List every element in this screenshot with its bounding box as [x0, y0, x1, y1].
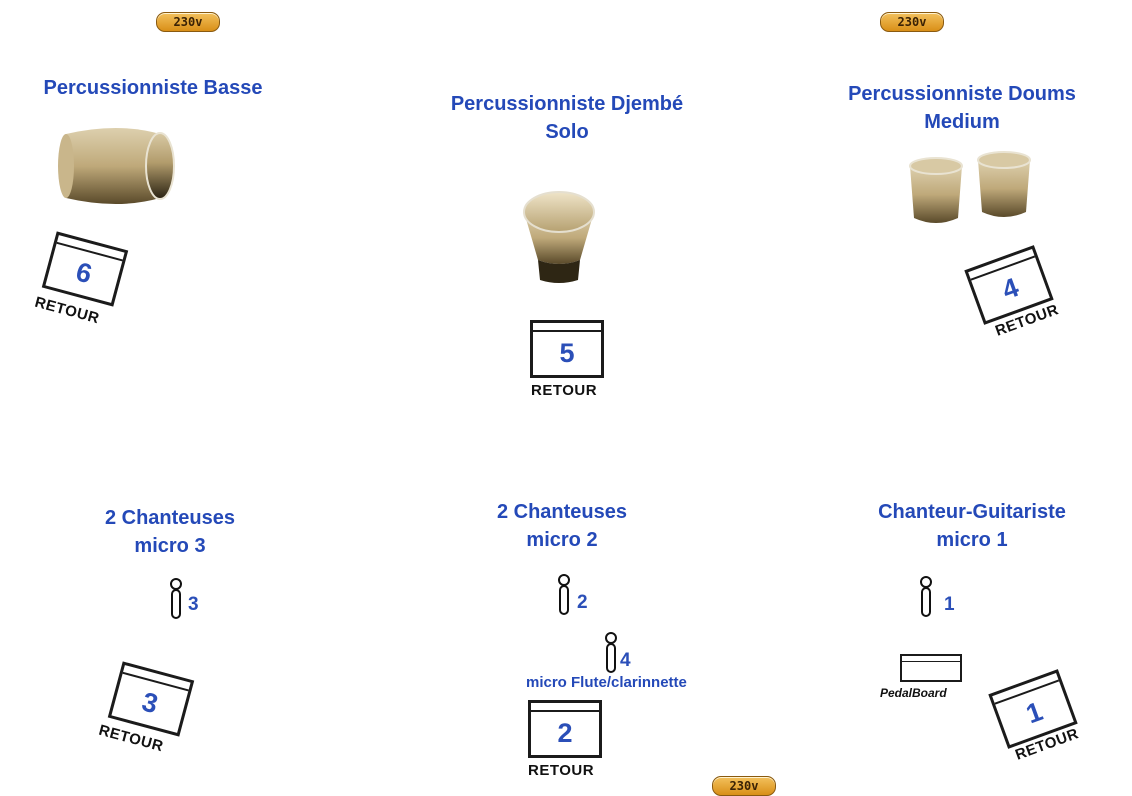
bass-drum-icon: [58, 128, 175, 204]
power-outlet-230v: 230v: [880, 12, 944, 32]
pedalboard-box: [900, 654, 962, 682]
mic-flute-label: micro Flute/clarinnette: [526, 674, 687, 691]
microphone-icon: [605, 632, 617, 673]
monitor-number: 5: [559, 338, 575, 368]
mic-number: 4: [620, 650, 631, 671]
station-title-djembe: Percussionniste Djembé Solo: [400, 90, 734, 146]
title-line: 2 Chanteuses: [496, 501, 628, 523]
title-line: Percussionniste Doums: [848, 83, 1076, 105]
station-title-chanteur-1: Chanteur-Guitariste micro 1: [822, 498, 1122, 554]
mic-number: 2: [577, 592, 588, 613]
monitor-2: 2: [528, 700, 602, 758]
title-line: Medium: [924, 111, 1000, 133]
title-line: Solo: [545, 121, 589, 143]
station-title-doums: Percussionniste Doums Medium: [812, 80, 1112, 136]
monitor-3: 3: [107, 661, 195, 737]
microphone-icon: [558, 574, 570, 615]
retour-label: RETOUR: [531, 382, 598, 399]
mic-number: 1: [944, 594, 955, 615]
pedalboard-label: PedalBoard: [880, 686, 947, 700]
title-line: 2 Chanteuses: [104, 507, 236, 529]
power-outlet-230v: 230v: [156, 12, 220, 32]
retour-label: RETOUR: [528, 762, 595, 779]
monitor-5: 5: [530, 320, 604, 378]
doums-drums-icon: [909, 151, 1031, 223]
djembe-icon: [523, 191, 595, 283]
monitor-number: 2: [557, 718, 573, 748]
title-line: micro 1: [936, 529, 1008, 551]
station-title-chanteuses-2: 2 Chanteuses micro 2: [432, 498, 692, 554]
title-line: Chanteur-Guitariste: [878, 501, 1066, 523]
title-line: micro 2: [526, 529, 598, 551]
title-line: micro 3: [134, 535, 206, 557]
power-outlet-230v: 230v: [712, 776, 776, 796]
station-title-basse: Percussionniste Basse: [43, 77, 263, 99]
station-title-chanteuses-3: 2 Chanteuses micro 3: [40, 504, 300, 560]
microphone-icon: [920, 576, 932, 617]
title-line: Percussionniste Djembé: [450, 93, 684, 115]
microphone-icon: [170, 578, 182, 619]
mic-number: 3: [188, 594, 199, 615]
monitor-6: 6: [41, 231, 129, 307]
